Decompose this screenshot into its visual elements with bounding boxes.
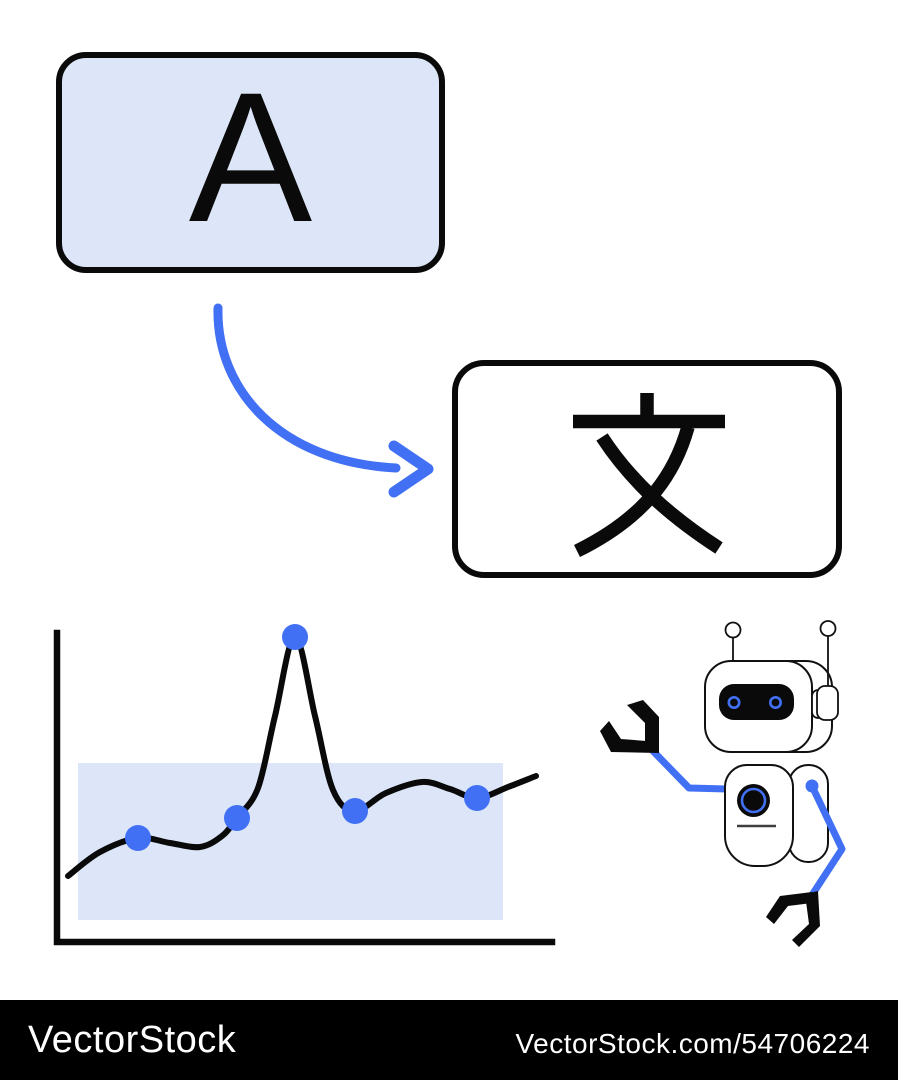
robot-antennas [724,621,742,663]
chart-data-point [125,825,151,851]
chart-data-point [464,785,490,811]
chart-data-point [342,798,368,824]
robot-eyes [727,695,782,709]
brand-text: VectorStock [28,1018,237,1061]
chart-data-point [224,805,250,831]
glyph-right-falling-stroke [596,433,723,554]
arrow-head [388,440,434,498]
robot-right-claw [766,891,820,947]
robot-right-arm [805,779,846,899]
robot-eye-left [727,695,741,709]
translate-arrow-icon [213,303,434,498]
target-language-box [452,360,842,578]
robot-ear [811,685,839,721]
line-chart [53,624,556,946]
target-char-glyph [573,393,725,558]
robot-right-antenna [819,620,837,688]
watermark-bar: VectorStock VectorStock.com/54706224 [0,1000,898,1080]
chart-markers [125,624,490,851]
source-letter: A [188,55,313,261]
robot-eye-right [768,695,782,709]
chart-axes [53,629,556,946]
arrow-curve [213,303,401,473]
robot-camera-eye [737,784,770,817]
robot-illustration [600,620,846,947]
glyph-left-falling-stroke [574,425,695,558]
robot-left-arm [648,746,731,793]
robot-left-claw [600,700,659,753]
source-language-box: A [56,52,445,273]
chart-data-point [282,624,308,650]
image-url-text: VectorStock.com/54706224 [515,1028,870,1059]
robot-visor [719,684,794,720]
